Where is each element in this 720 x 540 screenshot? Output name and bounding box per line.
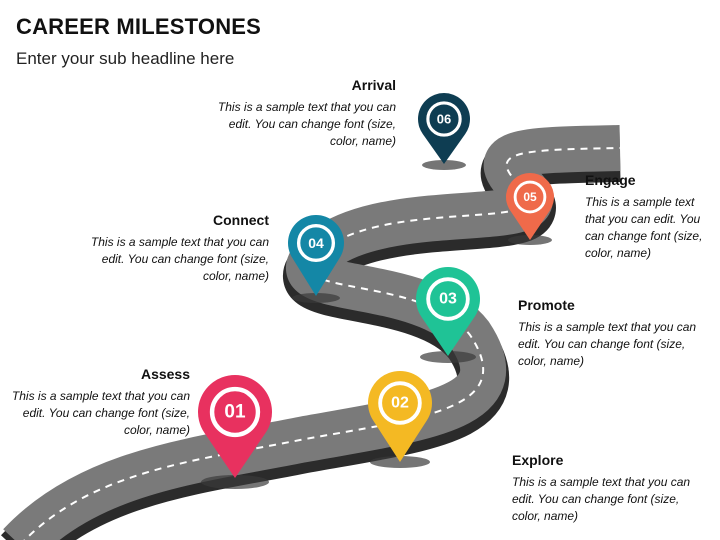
pin-04-number: 04 — [308, 235, 324, 251]
pin-05-number: 05 — [523, 190, 537, 204]
pin-shadow-03 — [420, 351, 476, 363]
pin-06-number: 06 — [437, 112, 451, 127]
milestone-02-text: Explore This is a sample text that you c… — [512, 452, 692, 525]
pin-shadow-04 — [292, 293, 340, 303]
milestone-01-description: This is a sample text that you can edit.… — [11, 389, 190, 437]
pin-01-number: 01 — [224, 402, 246, 423]
pin-01: 01 — [198, 375, 272, 478]
pin-05: 05 — [506, 173, 554, 240]
milestone-05-text: Engage This is a sample text that you ca… — [585, 172, 713, 262]
milestone-02-heading: Explore — [512, 452, 564, 468]
pin-06: 06 — [418, 92, 470, 164]
pin-02-ring — [378, 381, 422, 425]
pin-03-number: 03 — [439, 291, 457, 308]
page-subtitle: Enter your sub headline here — [16, 49, 235, 68]
milestone-03-heading: Promote — [518, 297, 575, 313]
pin-04-ring — [296, 223, 336, 263]
pin-06-ring — [426, 101, 462, 137]
milestone-03-description: This is a sample text that you can edit.… — [518, 320, 697, 368]
milestone-06-heading: Arrival — [351, 77, 396, 93]
pin-01-ring — [209, 386, 261, 438]
milestone-04-heading: Connect — [213, 212, 269, 228]
milestone-06-text: Arrival This is a sample text that you c… — [216, 77, 396, 150]
pin-04: 04 — [288, 215, 344, 296]
milestone-02-description: This is a sample text that you can edit.… — [512, 475, 691, 523]
milestone-01-heading: Assess — [140, 366, 190, 382]
page-title: CAREER MILESTONES — [16, 14, 262, 39]
pin-02-number: 02 — [391, 395, 409, 412]
milestone-05-heading: Engage — [585, 172, 636, 188]
pin-shadow-01 — [201, 475, 269, 489]
pin-shadow-06 — [422, 160, 466, 170]
pin-05-ring — [513, 180, 547, 214]
milestone-04-text: Connect This is a sample text that you c… — [89, 212, 269, 285]
milestone-04-description: This is a sample text that you can edit.… — [90, 235, 269, 283]
pin-03-ring — [426, 277, 470, 321]
milestone-05-description: This is a sample text that you can edit.… — [585, 195, 703, 260]
milestone-06-description: This is a sample text that you can edit.… — [217, 100, 396, 148]
pin-02: 02 — [368, 370, 432, 462]
milestone-01-text: Assess This is a sample text that you ca… — [10, 366, 190, 439]
milestone-03-text: Promote This is a sample text that you c… — [518, 297, 698, 370]
pin-03: 03 — [416, 267, 480, 356]
